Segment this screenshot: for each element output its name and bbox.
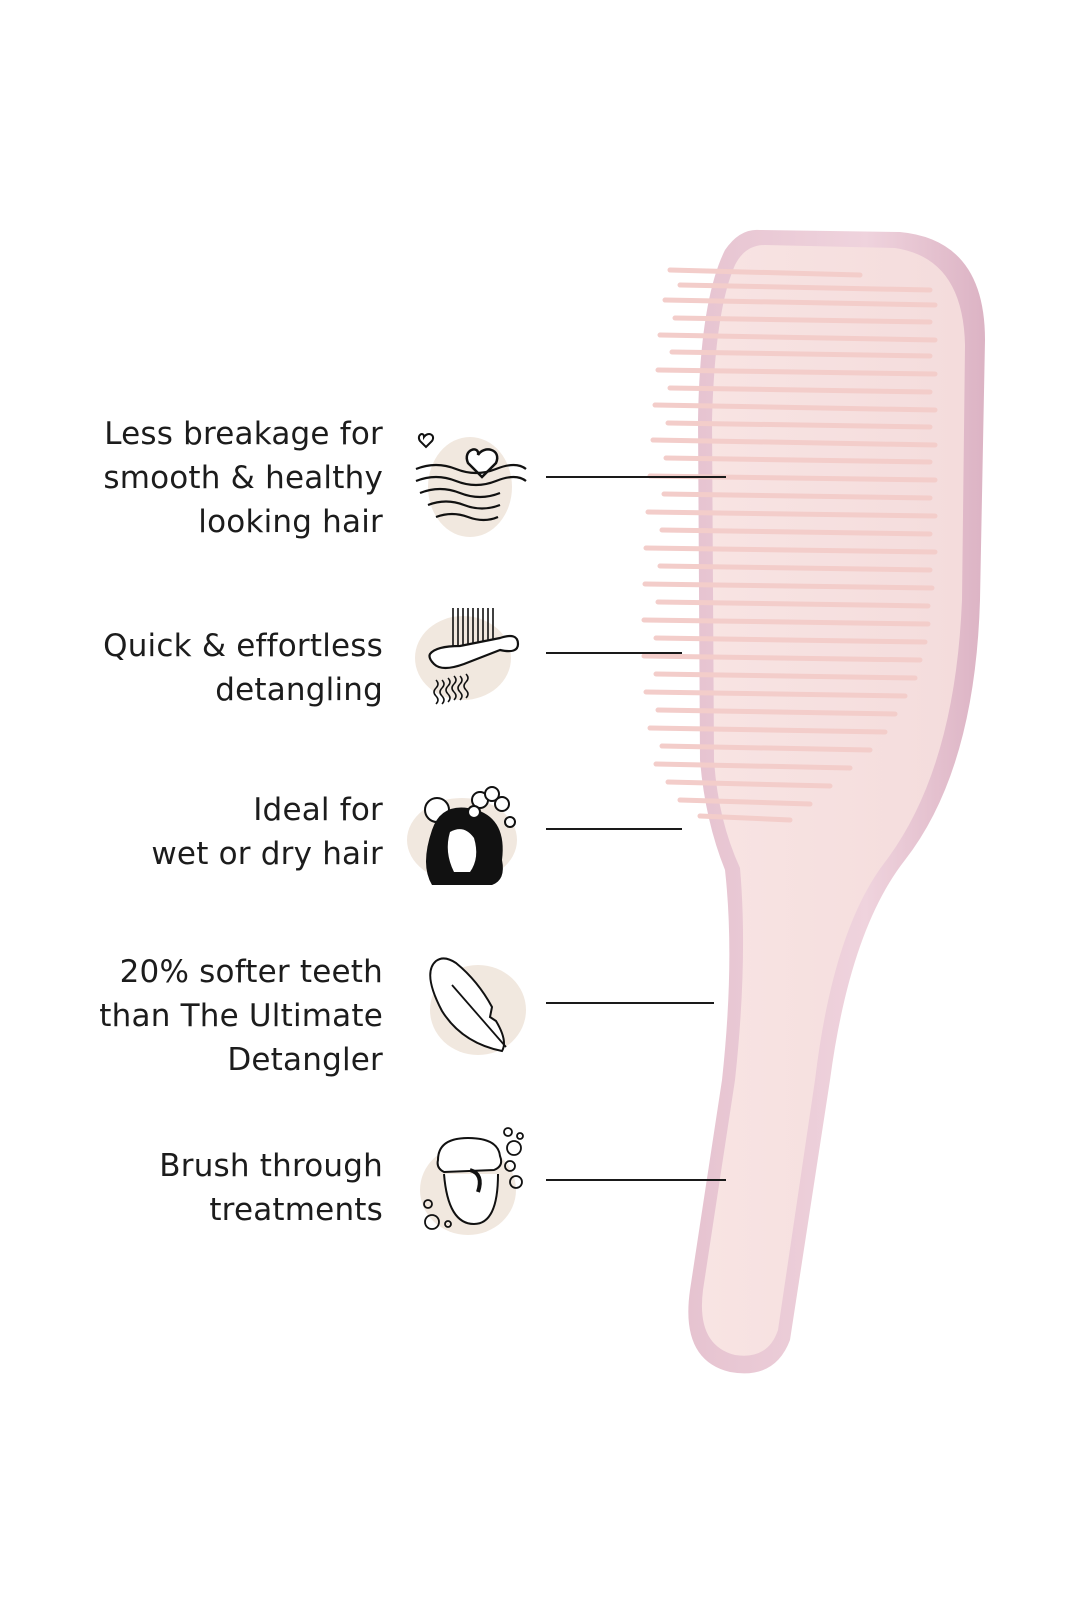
feature-less-breakage-text: Less breakage for smooth & healthy looki…	[103, 416, 383, 540]
feature-5-leader-line	[546, 1179, 726, 1181]
feature-2-leader-line	[546, 652, 682, 654]
wet-dry-hair-icon	[402, 770, 522, 890]
towel-treatment-icon	[410, 1120, 530, 1240]
feature-wet-dry-text: Ideal for wet or dry hair	[151, 792, 383, 872]
feature-1-leader-line	[546, 476, 726, 478]
feature-3-leader-line	[546, 828, 682, 830]
feature-icon	[416, 945, 536, 1065]
feature-quick-detangling-text: Quick & effortless detangling	[103, 628, 383, 708]
feature-treatments-text: Brush through treatments	[159, 1148, 383, 1228]
heart-waves-icon	[410, 425, 530, 545]
feature-4-leader-line	[546, 1002, 714, 1004]
brush-detangling-icon	[408, 598, 528, 718]
feature-softer-teeth-text: 20% softer teeth than The Ultimate Detan…	[99, 954, 383, 1078]
